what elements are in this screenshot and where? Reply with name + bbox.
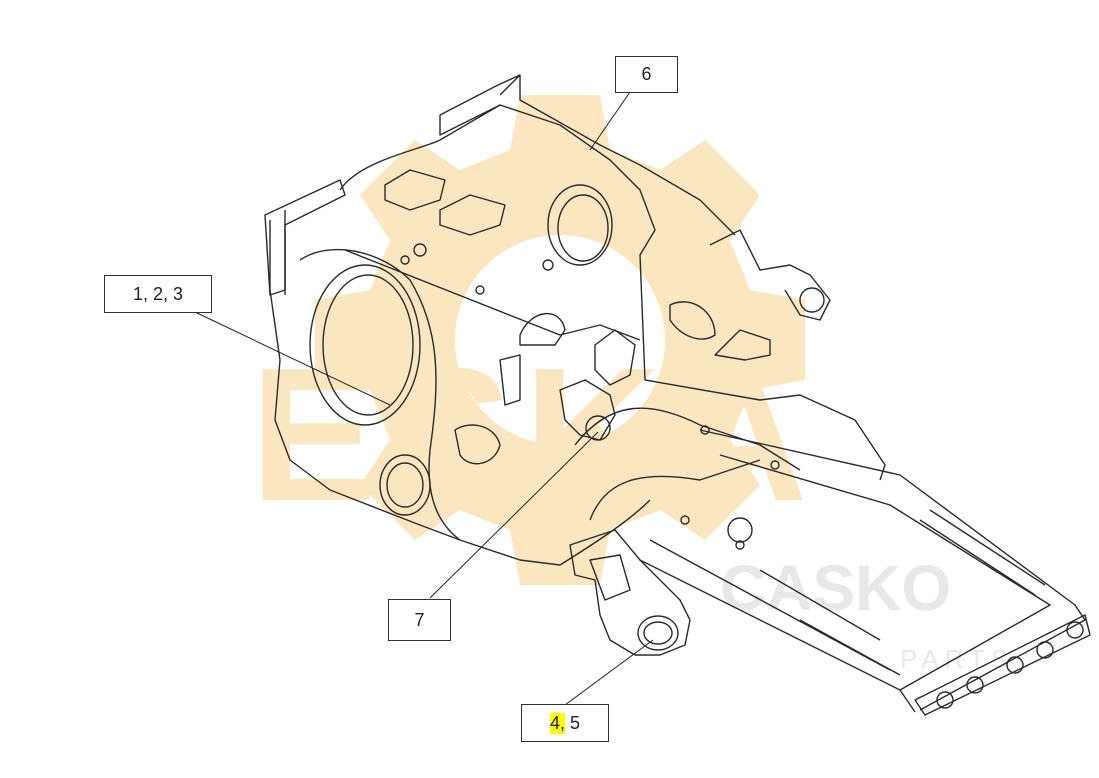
callout-4-5: 4, 5	[521, 704, 609, 742]
callout-1-2-3-label: 1, 2, 3	[132, 283, 184, 304]
callout-7: 7	[388, 599, 451, 641]
bushing-4-5	[637, 615, 679, 651]
main-bearing-ring	[309, 264, 421, 426]
callout-6: 6	[615, 56, 678, 93]
leader-7	[429, 431, 599, 599]
watermark-brand: ESKA	[250, 329, 818, 541]
leader-4-5	[564, 639, 654, 706]
callout-4-5-rest: 5	[565, 712, 581, 733]
leader-1-2-3	[194, 311, 391, 406]
callout-4-5-highlight: 4,	[549, 712, 565, 734]
pivot-7	[585, 415, 611, 441]
watermark-logo-text: CASKO	[720, 552, 951, 624]
front-lug	[569, 529, 691, 656]
callout-1-2-3: 1, 2, 3	[104, 275, 212, 313]
left-body	[339, 104, 886, 481]
watermark: ESKA CASKO PARTS	[250, 95, 1008, 674]
callout-6-label: 6	[641, 64, 652, 84]
right-rails	[699, 429, 1086, 711]
callout-7-label: 7	[414, 609, 425, 630]
frame-drawing	[264, 74, 1091, 716]
leader-lines	[194, 91, 654, 706]
leader-6	[589, 91, 631, 151]
